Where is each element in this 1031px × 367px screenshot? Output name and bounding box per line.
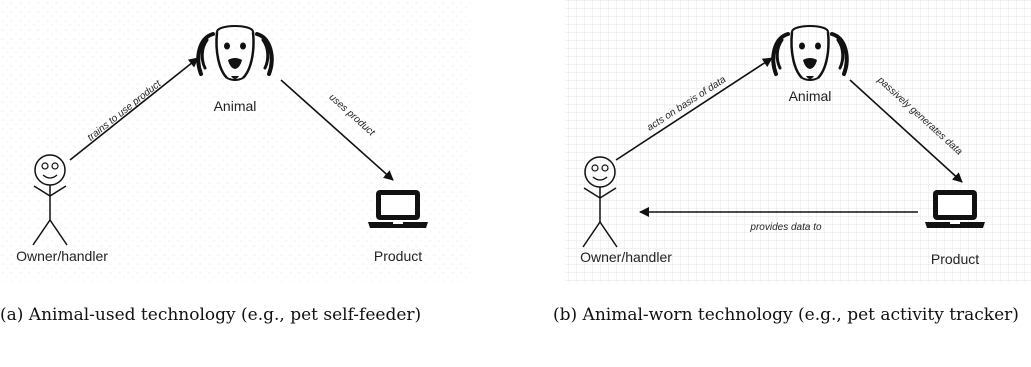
edge-animal-to-product-arrow — [280, 79, 394, 181]
product-label: Product — [374, 248, 422, 264]
owner-label: Owner/handler — [16, 248, 108, 264]
animal-label: Animal — [214, 98, 257, 114]
product-laptop-icon — [368, 190, 428, 228]
owner-label: Owner/handler — [580, 249, 672, 265]
product-laptop-icon — [925, 190, 985, 228]
edge-owner-to-animal-arrow — [69, 57, 199, 161]
panel-b-background — [565, 0, 1031, 282]
caption-b: (b) Animal-worn technology (e.g., pet ac… — [553, 305, 1019, 325]
panel-b: Animal Owner/handler Product acts on bas… — [565, 0, 1031, 282]
caption-a: (a) Animal-used technology (e.g., pet se… — [0, 305, 422, 325]
animal-label: Animal — [789, 88, 832, 104]
edge-animal-to-product-arrow — [849, 79, 963, 183]
product-label: Product — [931, 251, 979, 267]
panel-a-background — [0, 0, 470, 282]
panel-a: Animal Owner/handler Product trains to u… — [0, 0, 470, 282]
edge-owner-to-animal-arrow — [615, 57, 773, 161]
edge-product-to-owner-label: provides data to — [749, 222, 822, 233]
